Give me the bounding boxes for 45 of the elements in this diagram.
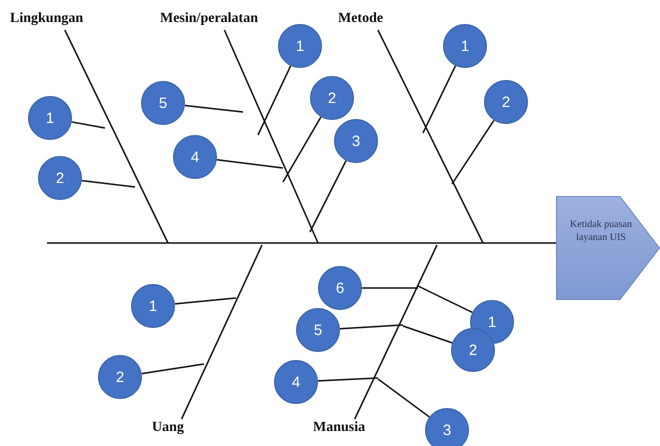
cause-branch-line bbox=[402, 325, 452, 344]
cause-branch-line bbox=[174, 297, 236, 305]
cause-branch-line bbox=[451, 120, 495, 184]
cause-branch-line bbox=[257, 66, 292, 136]
category-label: Metode bbox=[338, 10, 408, 30]
category-label: Lingkungan bbox=[10, 10, 110, 30]
effect-text: Ketidak puasan layanan UIS bbox=[570, 218, 632, 244]
cause-number-circle: 5 bbox=[296, 308, 340, 352]
cause-number-circle: 3 bbox=[334, 119, 378, 163]
cause-number-circle: 2 bbox=[98, 355, 142, 399]
cause-number-circle: 4 bbox=[173, 135, 217, 179]
cause-branch-line bbox=[418, 285, 473, 314]
cause-number-circle: 2 bbox=[310, 76, 354, 120]
cause-number-circle: 1 bbox=[28, 96, 72, 140]
cause-branch-line bbox=[82, 180, 136, 188]
category-label: Manusia bbox=[313, 419, 387, 439]
cause-branch-line bbox=[309, 160, 347, 232]
cause-branch-line bbox=[422, 65, 456, 134]
cause-branch-line bbox=[282, 116, 322, 182]
cause-branch-line bbox=[362, 287, 418, 289]
category-label: Uang bbox=[152, 419, 202, 439]
category-bone bbox=[354, 244, 438, 420]
cause-branch-line bbox=[142, 363, 204, 374]
category-bone bbox=[377, 30, 484, 244]
cause-number-circle: 2 bbox=[484, 80, 528, 124]
cause-number-circle: 2 bbox=[451, 328, 495, 372]
cause-branch-line bbox=[340, 324, 404, 330]
category-bone bbox=[180, 244, 263, 420]
category-bone bbox=[224, 30, 319, 244]
cause-number-circle: 1 bbox=[131, 284, 175, 328]
effect-pentagon bbox=[556, 196, 660, 300]
cause-number-circle: 1 bbox=[278, 24, 322, 68]
cause-number-circle: 3 bbox=[425, 408, 469, 446]
cause-number-circle: 1 bbox=[443, 24, 487, 68]
category-bone bbox=[64, 30, 169, 244]
cause-number-circle: 4 bbox=[274, 360, 318, 404]
cause-branch-line bbox=[184, 104, 244, 113]
cause-number-circle: 6 bbox=[318, 266, 362, 310]
cause-branch-line bbox=[72, 121, 106, 129]
category-label: Mesin/peralatan bbox=[160, 10, 280, 30]
cause-number-circle: 2 bbox=[38, 156, 82, 200]
cause-branch-line bbox=[378, 378, 430, 418]
cause-branch-line bbox=[318, 377, 378, 382]
cause-branch-line bbox=[216, 158, 284, 169]
cause-number-circle: 5 bbox=[141, 81, 185, 125]
